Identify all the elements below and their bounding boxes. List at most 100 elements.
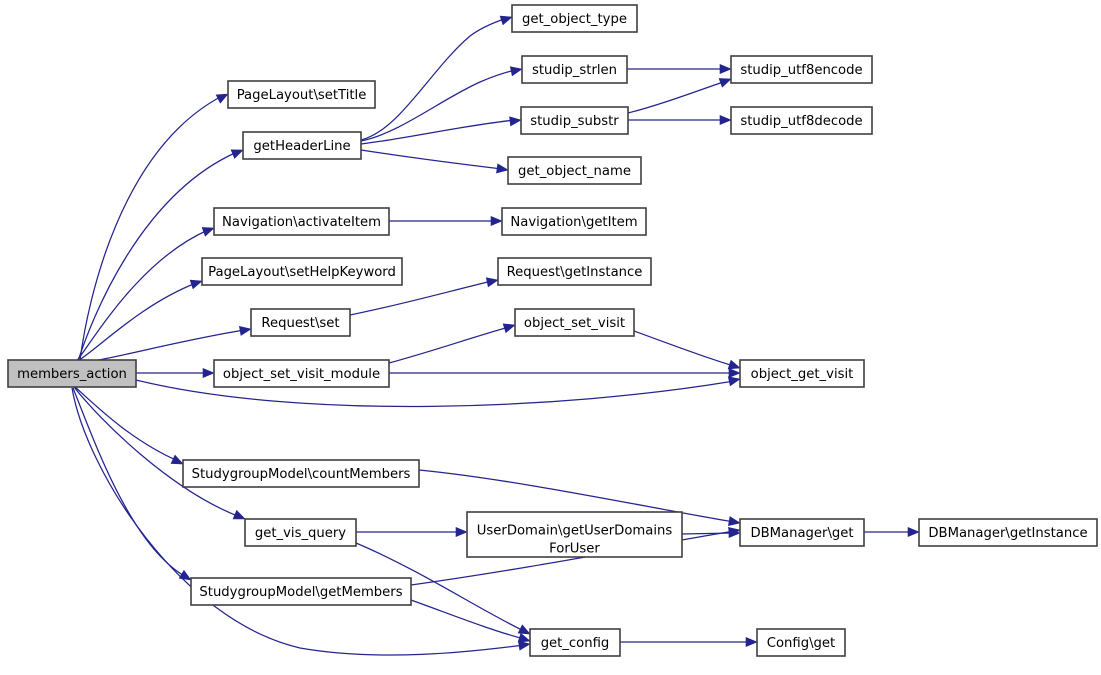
graph-node-get_config[interactable]: get_config xyxy=(529,628,621,657)
graph-node-object_set_visit_module[interactable]: object_set_visit_module xyxy=(213,359,390,388)
node-box[interactable] xyxy=(739,359,865,388)
edge-arrowhead-icon xyxy=(719,114,732,126)
edge-arrowhead-icon xyxy=(230,149,244,159)
call-edge xyxy=(73,385,184,465)
node-label: StudygroupModel\getMembers xyxy=(199,585,402,600)
node-box[interactable] xyxy=(497,257,652,286)
graph-node-studip_substr[interactable]: studip_substr xyxy=(520,106,629,135)
node-label: get_object_type xyxy=(522,12,627,27)
edge-line xyxy=(74,282,197,364)
node-label: Config\get xyxy=(767,636,835,651)
node-label: StudygroupModel\countMembers xyxy=(192,467,411,482)
node-box[interactable] xyxy=(730,55,873,84)
call-edge xyxy=(71,387,531,656)
graph-node-Navigation_getItem[interactable]: Navigation\getItem xyxy=(501,207,647,236)
graph-node-object_set_visit[interactable]: object_set_visit xyxy=(514,308,635,337)
graph-node-Navigation_activateItem[interactable]: Navigation\activateItem xyxy=(213,207,390,236)
call-edge xyxy=(388,323,516,364)
graph-node-members_action[interactable]: members_action xyxy=(7,359,137,388)
node-box[interactable] xyxy=(7,359,137,388)
call-edge xyxy=(681,527,741,539)
graph-node-studip_strlen[interactable]: studip_strlen xyxy=(521,55,628,84)
edge-line xyxy=(360,17,508,141)
graph-node-DBManager_getInstance[interactable]: DBManager\getInstance xyxy=(918,518,1098,547)
edge-arrowhead-icon xyxy=(238,325,252,336)
graph-node-StudygroupModel_countMembers[interactable]: StudygroupModel\countMembers xyxy=(182,459,420,488)
edge-line xyxy=(418,469,735,523)
edge-arrowhead-icon xyxy=(727,376,741,387)
edge-arrowhead-icon xyxy=(490,215,503,227)
node-box[interactable] xyxy=(730,106,873,135)
edge-arrowhead-icon xyxy=(232,509,246,520)
node-box[interactable] xyxy=(501,207,647,236)
edge-arrowhead-icon xyxy=(728,367,741,379)
edge-line xyxy=(77,151,238,362)
call-edge xyxy=(360,66,523,142)
edge-arrowhead-icon xyxy=(518,640,531,651)
node-label: getHeaderLine xyxy=(253,139,350,154)
edge-line xyxy=(360,69,517,142)
graph-node-studip_utf8decode[interactable]: studip_utf8decode xyxy=(730,106,873,135)
edge-line xyxy=(73,386,241,518)
graph-node-Request_set[interactable]: Request\set xyxy=(250,308,351,337)
edge-line xyxy=(73,385,179,462)
edge-arrowhead-icon xyxy=(455,526,468,538)
edge-arrowhead-icon xyxy=(189,279,203,290)
graph-node-PageLayout_setTitle[interactable]: PageLayout\setTitle xyxy=(227,80,376,109)
node-label: studip_substr xyxy=(530,114,619,129)
node-box[interactable] xyxy=(213,359,390,388)
node-box[interactable] xyxy=(529,628,621,657)
edge-arrowhead-icon xyxy=(728,527,741,539)
graph-node-DBManager_get[interactable]: DBManager\get xyxy=(739,518,865,547)
call-edge xyxy=(72,387,192,581)
graph-node-studip_utf8encode[interactable]: studip_utf8encode xyxy=(730,55,873,84)
node-box[interactable] xyxy=(250,308,351,337)
graph-node-get_object_name[interactable]: get_object_name xyxy=(507,156,642,185)
node-box[interactable] xyxy=(190,577,412,606)
edge-line xyxy=(360,119,516,145)
edge-line xyxy=(410,599,525,640)
node-box[interactable] xyxy=(201,257,403,286)
node-box[interactable] xyxy=(521,55,628,84)
graph-node-Config_get[interactable]: Config\get xyxy=(756,628,846,657)
node-label: members_action xyxy=(17,367,127,382)
edge-arrowhead-icon xyxy=(727,516,741,527)
node-box[interactable] xyxy=(227,80,376,109)
graph-node-get_object_type[interactable]: get_object_type xyxy=(511,4,638,33)
node-label: DBManager\getInstance xyxy=(928,526,1087,541)
node-label: object_set_visit xyxy=(524,316,625,331)
edge-line xyxy=(73,329,246,365)
call-edge xyxy=(356,526,468,538)
node-box[interactable] xyxy=(466,511,683,558)
node-box[interactable] xyxy=(507,156,642,185)
node-box[interactable] xyxy=(244,518,357,547)
call-edge xyxy=(135,376,741,408)
graph-node-getHeaderLine[interactable]: getHeaderLine xyxy=(242,131,362,160)
node-box[interactable] xyxy=(520,106,629,135)
call-edge xyxy=(627,63,732,75)
graph-node-PageLayout_setHelpKeyword[interactable]: PageLayout\setHelpKeyword xyxy=(201,257,403,286)
edge-arrowhead-icon xyxy=(517,624,531,635)
graph-node-object_get_visit[interactable]: object_get_visit xyxy=(739,359,865,388)
node-box[interactable] xyxy=(242,131,362,160)
graph-node-Request_getInstance[interactable]: Request\getInstance xyxy=(497,257,652,286)
graph-node-StudygroupModel_getMembers[interactable]: StudygroupModel\getMembers xyxy=(190,577,412,606)
node-box[interactable] xyxy=(182,459,420,488)
node-label: Navigation\getItem xyxy=(510,215,637,230)
edge-arrowhead-icon xyxy=(202,367,215,379)
node-box[interactable] xyxy=(514,308,635,337)
call-edge xyxy=(410,599,531,643)
node-label: object_get_visit xyxy=(751,367,854,382)
edge-arrowhead-icon xyxy=(170,454,184,465)
node-box[interactable] xyxy=(739,518,865,547)
node-box[interactable] xyxy=(511,4,638,33)
call-edge xyxy=(864,526,920,538)
node-box[interactable] xyxy=(918,518,1098,547)
node-label: get_vis_query xyxy=(255,526,346,541)
node-box[interactable] xyxy=(756,628,846,657)
graph-node-get_vis_query[interactable]: get_vis_query xyxy=(244,518,357,547)
node-box[interactable] xyxy=(213,207,390,236)
node-label: studip_strlen xyxy=(532,63,617,78)
edge-arrowhead-icon xyxy=(485,277,499,288)
